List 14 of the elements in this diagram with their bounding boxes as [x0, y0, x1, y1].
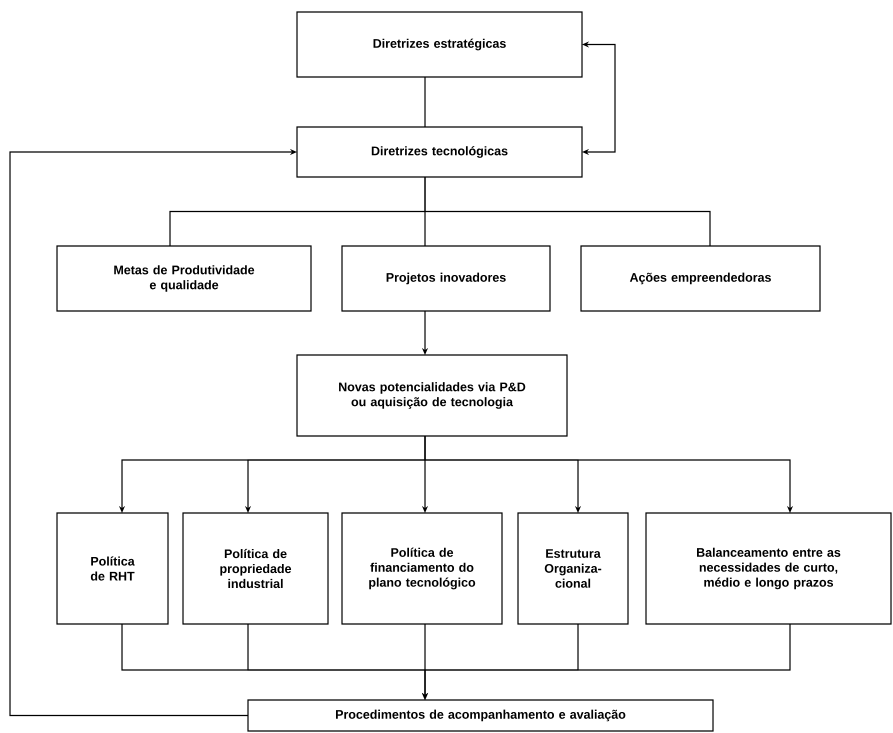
process-box: Ações empreendedoras: [580, 245, 821, 312]
process-box: Novas potencialidades via P&D ou aquisição de tecnologia: [296, 354, 568, 437]
process-box: Política de propriedade industrial: [182, 512, 329, 625]
process-box: Política de financiamento do plano tecnológico: [341, 512, 503, 625]
process-box: Projetos inovadores: [341, 245, 551, 312]
process-box: Balanceamento entre as necessidades de curto, médio e longo prazos: [645, 512, 892, 625]
connector: [424, 177, 711, 246]
process-box: Diretrizes estratégicas: [296, 11, 583, 78]
process-box: Procedimentos de acompanhamento e avaliação: [247, 699, 714, 732]
process-box: Diretrizes tecnológicas: [296, 126, 583, 178]
process-box: Estrutura Organiza- cional: [517, 512, 629, 625]
process-box: Política de RHT: [56, 512, 169, 625]
connector: [424, 77, 426, 127]
process-box: Metas de Produtividade e qualidade: [56, 245, 312, 312]
